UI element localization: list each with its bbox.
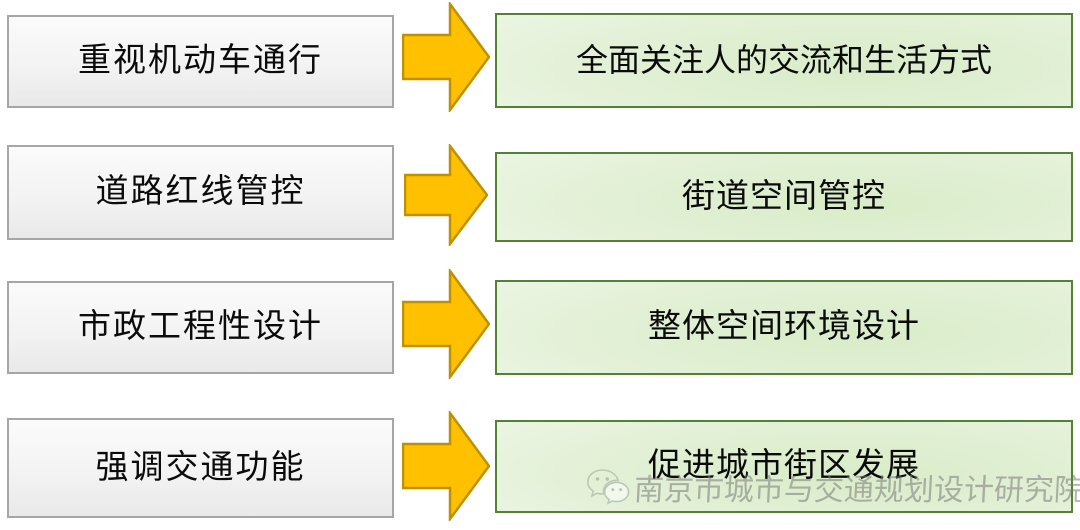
right-arrow-icon xyxy=(402,2,490,112)
right-arrow-icon xyxy=(404,144,488,246)
right-box-label: 整体空间环境设计 xyxy=(648,309,920,346)
right-box-row-1[interactable]: 全面关注人的交流和生活方式 xyxy=(495,13,1073,108)
left-box-row-3[interactable]: 市政工程性设计 xyxy=(7,281,394,374)
diagram-row: 重视机动车通行 全面关注人的交流和生活方式 xyxy=(0,0,1080,130)
right-box-label: 全面关注人的交流和生活方式 xyxy=(575,41,992,78)
right-arrow-icon xyxy=(402,269,490,379)
diagram-row: 强调交通功能 促进城市街区发展 xyxy=(0,395,1080,530)
left-box-label: 道路红线管控 xyxy=(95,174,306,211)
diagram-row: 市政工程性设计 整体空间环境设计 xyxy=(0,260,1080,395)
diagram-row: 道路红线管控 街道空间管控 xyxy=(0,130,1080,260)
right-box-row-2[interactable]: 街道空间管控 xyxy=(495,152,1073,242)
left-box-row-2[interactable]: 道路红线管控 xyxy=(7,145,394,240)
right-box-row-3[interactable]: 整体空间环境设计 xyxy=(495,280,1073,375)
left-box-label: 强调交通功能 xyxy=(95,449,306,486)
right-arrow-icon xyxy=(402,411,490,521)
left-box-row-1[interactable]: 重视机动车通行 xyxy=(7,15,394,108)
left-box-label: 重视机动车通行 xyxy=(78,43,323,80)
left-box-row-4[interactable]: 强调交通功能 xyxy=(7,418,394,518)
right-box-label: 促进城市街区发展 xyxy=(648,448,920,485)
left-box-label: 市政工程性设计 xyxy=(78,309,323,346)
right-box-row-4[interactable]: 促进城市街区发展 xyxy=(495,420,1073,513)
right-box-label: 街道空间管控 xyxy=(682,178,886,215)
